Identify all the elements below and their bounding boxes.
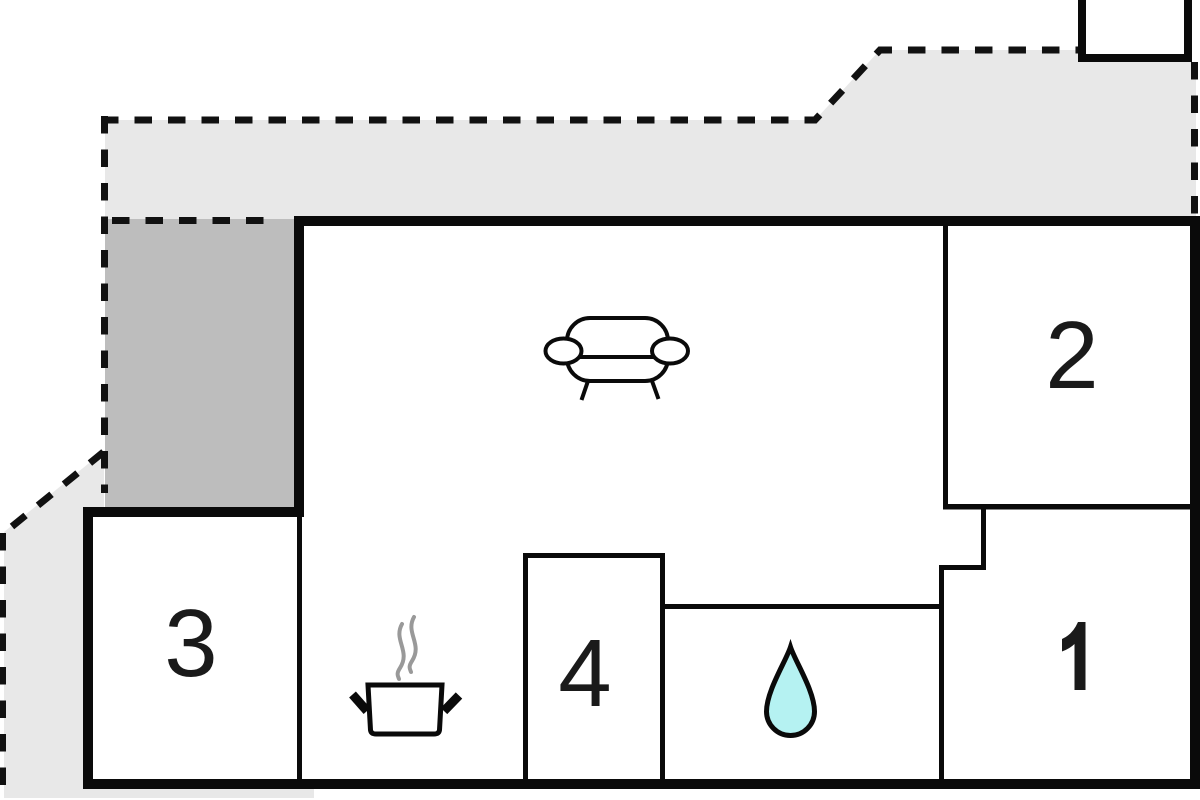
svg-text:3: 3	[164, 590, 217, 697]
svg-text:4: 4	[558, 620, 611, 727]
svg-text:2: 2	[1045, 302, 1098, 409]
